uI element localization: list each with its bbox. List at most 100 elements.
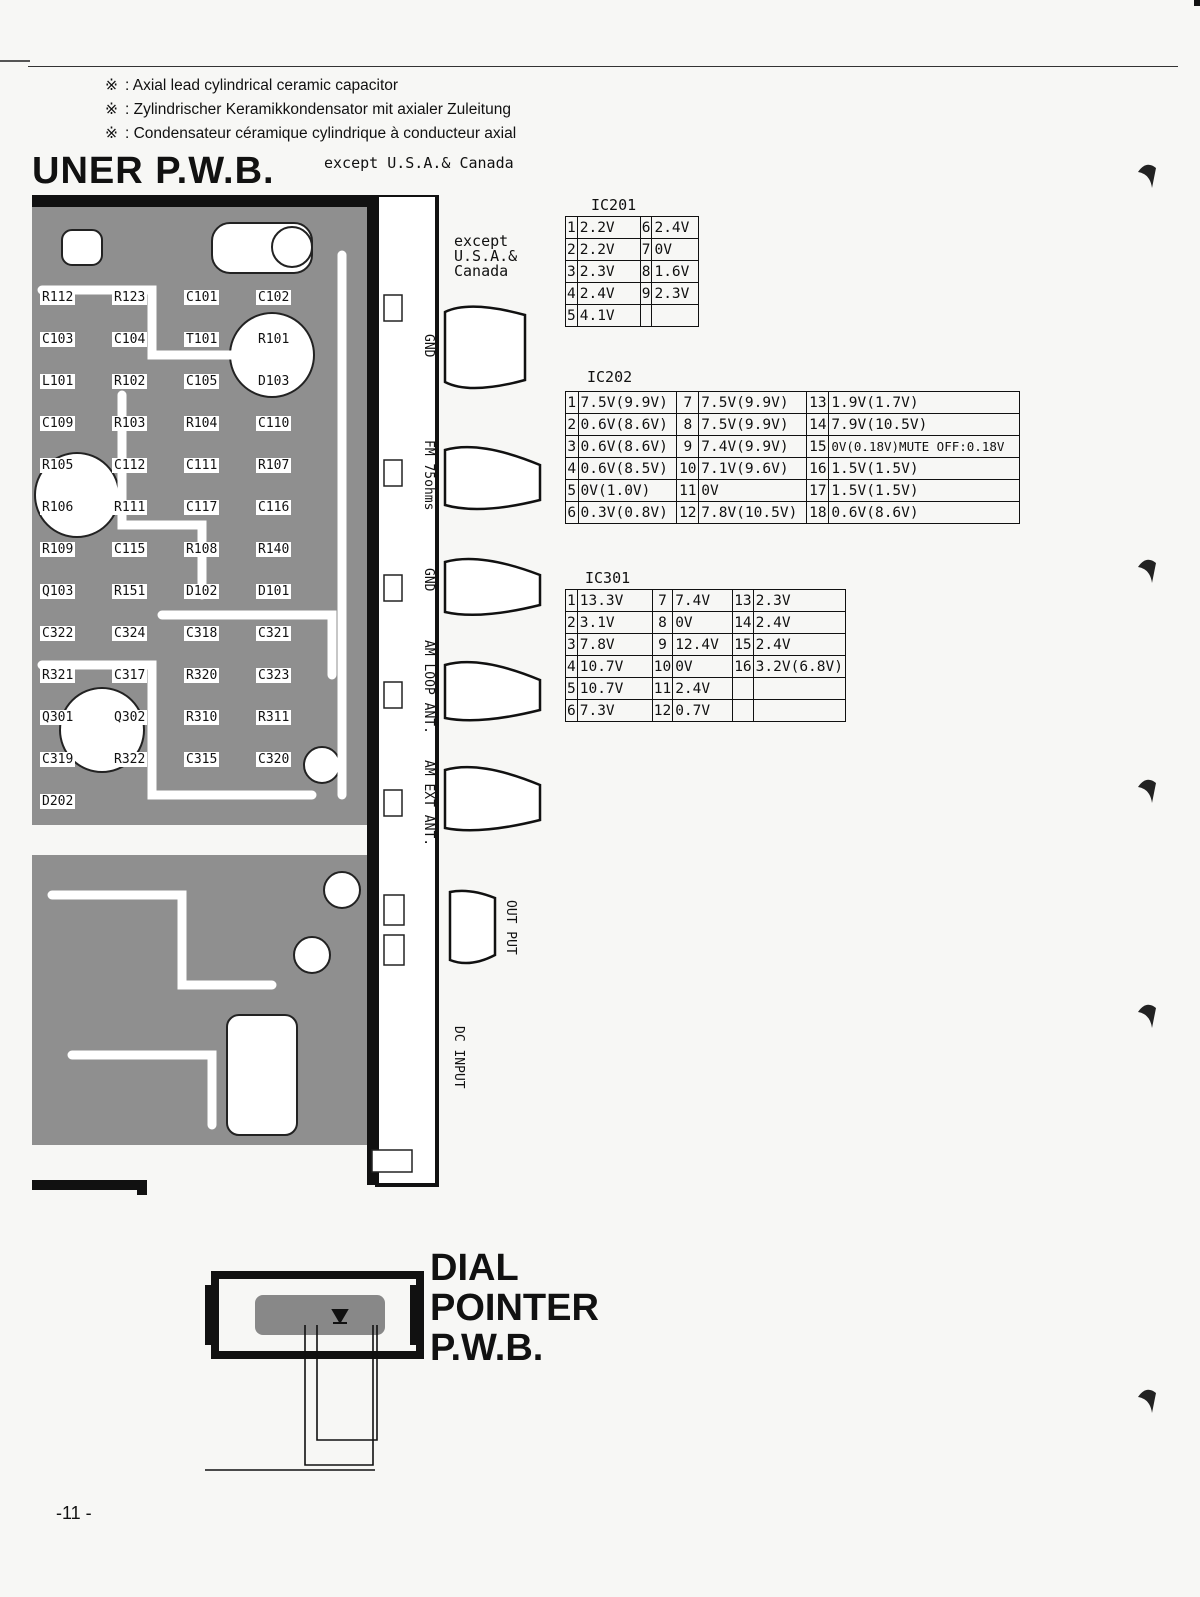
component-label: R320	[184, 668, 220, 683]
component-label: D202	[40, 794, 76, 809]
component-label: C104	[112, 332, 148, 347]
component-label: D102	[184, 584, 220, 599]
jack-fm	[443, 445, 542, 511]
except-note-side: except U.S.A.& Canada	[454, 232, 518, 280]
tuner-pwb-title: UNER P.W.B.	[32, 150, 275, 192]
ant-pad-1	[383, 294, 403, 322]
component-label: R112	[40, 290, 76, 305]
component-label: C103	[40, 332, 76, 347]
component-label: D103	[256, 374, 292, 389]
jack-am-ext	[443, 765, 542, 832]
component-label: R311	[256, 710, 292, 725]
jack-gnd	[443, 557, 542, 616]
page-number: -11 -	[56, 1503, 92, 1523]
dc-pad	[371, 1149, 413, 1173]
tuner-pcb-drawing	[32, 195, 439, 1195]
component-label: L101	[40, 374, 76, 389]
component-label: R140	[256, 542, 292, 557]
out-pad-l	[383, 934, 405, 966]
component-label: R103	[112, 416, 148, 431]
trace-3	[157, 610, 337, 680]
connector-strip	[375, 195, 439, 1187]
dial-pointer-pwb-drawing	[205, 1271, 424, 1471]
out-pad-r	[383, 894, 405, 926]
transistor-q302	[293, 936, 331, 974]
corner-mark	[1194, 0, 1200, 6]
jack-output	[448, 889, 497, 965]
component-label: Q301	[40, 710, 76, 725]
component-label: C117	[184, 500, 220, 515]
component-label: R108	[184, 542, 220, 557]
ic301-title: IC301	[585, 569, 631, 587]
component-label: C102	[256, 290, 292, 305]
legend-line-de: ※: Zylindrischer Keramikkondensator mit …	[105, 101, 511, 118]
component-label: R102	[112, 374, 148, 389]
trace-7	[67, 1050, 217, 1130]
component-label: C323	[256, 668, 292, 683]
component-label: C322	[40, 626, 76, 641]
component-label: C318	[184, 626, 220, 641]
component-label: R106	[40, 500, 76, 515]
led-leads	[304, 1325, 378, 1466]
dial-pwb-pad	[255, 1295, 385, 1335]
coil-l102	[59, 687, 145, 773]
component-label: C317	[112, 668, 148, 683]
component-label: T101	[184, 332, 220, 347]
component-label: R310	[184, 710, 220, 725]
legend-line-en: ※: Axial lead cylindrical ceramic capaci…	[105, 77, 399, 94]
trace-4	[37, 660, 317, 800]
component-label: C109	[40, 416, 76, 431]
component-label: R104	[184, 416, 220, 431]
component-label: C110	[256, 416, 292, 431]
label-fm-75ohms: FM 75ohms	[421, 440, 436, 511]
label-gnd-1: GND	[421, 334, 436, 358]
page-edge-tick	[0, 60, 30, 62]
binder-ring-icon	[1138, 1004, 1156, 1028]
component-label: C111	[184, 458, 220, 473]
component-label: D101	[256, 584, 292, 599]
component-label: C321	[256, 626, 292, 641]
ant-pad-5	[383, 789, 403, 817]
connector-jacks	[443, 305, 542, 965]
component-label: C320	[256, 752, 292, 767]
component-label: C112	[112, 458, 148, 473]
ant-pad-4	[383, 681, 403, 709]
binder-ring-icon	[1138, 1389, 1156, 1413]
transistor-q103	[303, 746, 341, 784]
component-label: R109	[40, 542, 76, 557]
component-label: C315	[184, 752, 220, 767]
component-label: R322	[112, 752, 148, 767]
component-label: C116	[256, 500, 292, 515]
led-d202-icon	[331, 1309, 349, 1324]
binder-ring-icon	[1138, 164, 1156, 188]
component-label: C319	[40, 752, 76, 767]
capacitor-legend: ※: Axial lead cylindrical ceramic capaci…	[105, 74, 516, 146]
component-label: R105	[40, 458, 76, 473]
dial-pointer-pwb-title: DIAL POINTER P.W.B.	[430, 1247, 599, 1369]
regulator-block	[226, 1014, 298, 1136]
jack-gnd-top	[443, 305, 527, 390]
except-note-top: except U.S.A.& Canada	[324, 154, 514, 172]
binder-ring-icon	[1138, 779, 1156, 803]
label-am-loop-ant: AM LOOP ANT.	[421, 640, 436, 734]
component-label: R101	[256, 332, 292, 347]
component-label: Q103	[40, 584, 76, 599]
pad-block-a	[61, 229, 103, 266]
